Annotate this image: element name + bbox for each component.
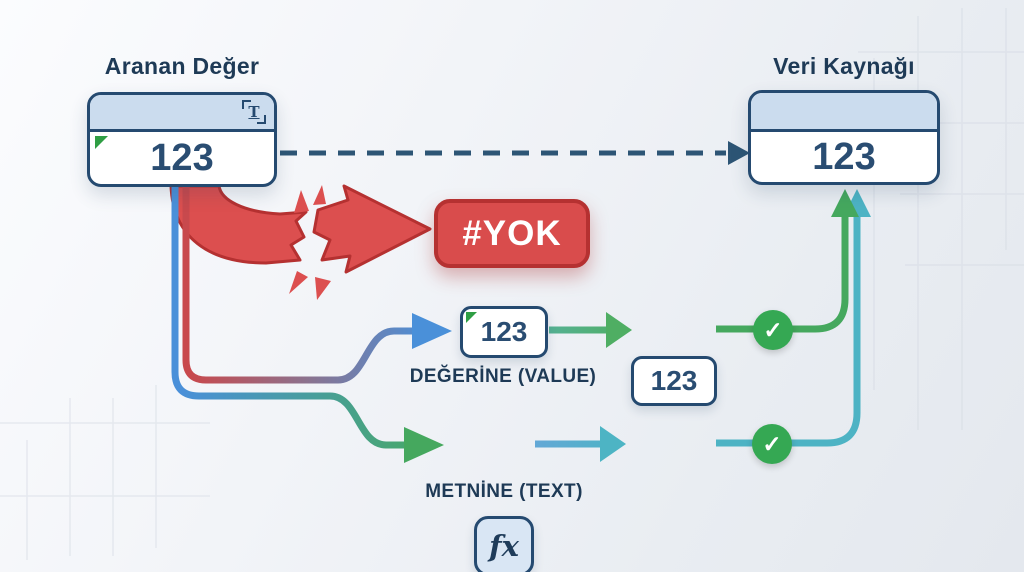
text-format-glyph: T bbox=[248, 102, 260, 121]
text-convert-arrow bbox=[535, 426, 626, 462]
value-path-check-icon: ✓ bbox=[753, 310, 793, 350]
value-path-input-value: 123 bbox=[480, 316, 528, 347]
check-glyph: ✓ bbox=[762, 430, 782, 457]
text-marker-triangle-icon bbox=[466, 312, 477, 323]
text-marker-triangle-icon bbox=[95, 136, 108, 149]
source-cell-body: 123 bbox=[751, 132, 937, 182]
dashed-lookup-connector bbox=[280, 141, 750, 165]
text-path-check-icon: ✓ bbox=[752, 424, 792, 464]
fx-function-icon: fx bbox=[489, 528, 519, 563]
text-path-connector bbox=[171, 186, 444, 463]
lookup-cell-value: 123 bbox=[150, 137, 214, 179]
source-cell-value: 123 bbox=[812, 136, 876, 178]
value-convert-arrow bbox=[549, 312, 632, 348]
value-path-label: DEĞERİNE (VALUE) bbox=[409, 366, 597, 387]
lookup-cell-body: 123 bbox=[90, 132, 274, 184]
check-glyph: ✓ bbox=[763, 316, 783, 343]
blue-arrowhead bbox=[412, 313, 452, 349]
value-path-output-cell: 123 bbox=[631, 356, 717, 406]
text-format-icon: T bbox=[242, 100, 266, 124]
source-cell-title: Veri Kaynağı bbox=[773, 53, 915, 79]
crack-sparks bbox=[289, 185, 331, 300]
value-path-input-cell: 123 bbox=[460, 306, 548, 358]
lookup-cell-title: Aranan Değer bbox=[104, 53, 260, 79]
value-path-connector bbox=[182, 186, 452, 384]
source-cell-header bbox=[751, 93, 937, 132]
formula-fx-box: fx bbox=[474, 516, 534, 572]
source-cell: 123 bbox=[748, 90, 940, 185]
lookup-cell-header: T bbox=[90, 95, 274, 132]
value-path-output-value: 123 bbox=[650, 365, 698, 396]
broken-red-arrow bbox=[169, 184, 432, 300]
value-return-connector bbox=[716, 189, 859, 333]
grid-bottom-left bbox=[0, 385, 210, 560]
error-badge: #YOK bbox=[434, 199, 590, 268]
lookup-cell: T 123 bbox=[87, 92, 277, 187]
green-arrowhead bbox=[404, 427, 444, 463]
text-path-label: METNİNE (TEXT) bbox=[425, 481, 583, 502]
